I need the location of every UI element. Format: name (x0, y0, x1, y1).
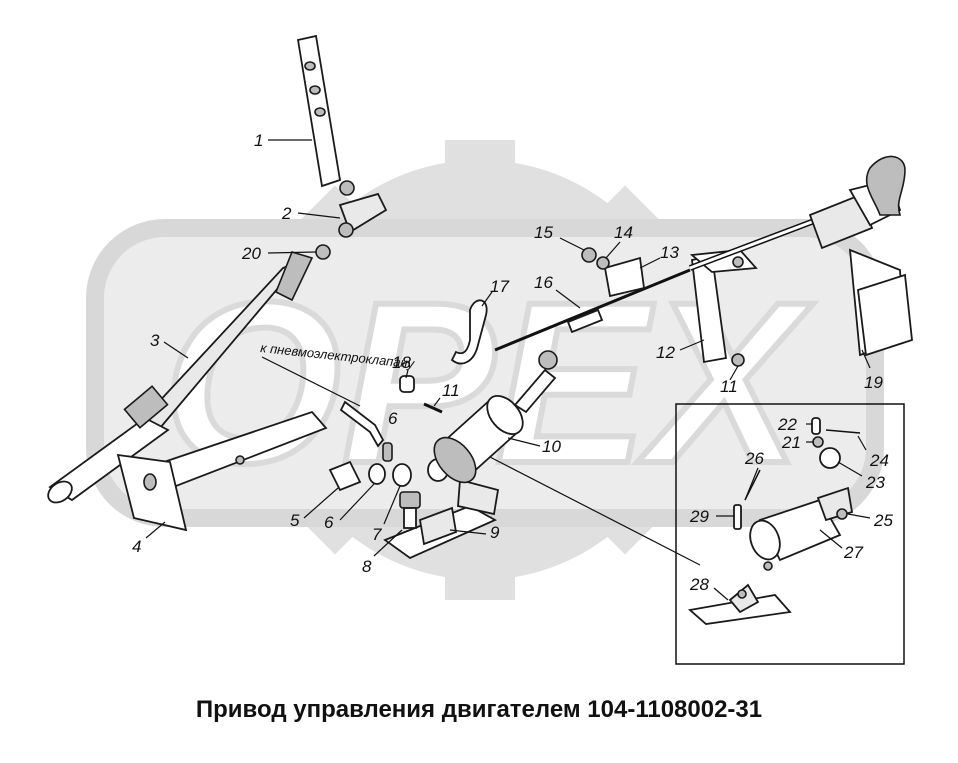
label-26: 26 (744, 449, 764, 468)
part-10-cylinder (433, 350, 558, 484)
label-6a: 6 (324, 513, 334, 532)
inset-frame (675, 403, 905, 665)
part-4-bracket (116, 410, 328, 532)
part-small-ball (763, 561, 773, 571)
label-19: 19 (864, 373, 883, 392)
part-29-pin (733, 504, 742, 530)
label-3: 3 (150, 331, 160, 350)
part-8-bolt (399, 491, 421, 529)
label-29: 29 (689, 507, 709, 526)
label-23: 23 (865, 473, 885, 492)
label-5: 5 (290, 511, 300, 530)
part-20-nut (315, 244, 331, 260)
label-10: 10 (542, 437, 561, 456)
part-15-nut (581, 247, 597, 263)
part-17-clip (450, 299, 488, 365)
part-6-pin (382, 442, 393, 462)
label-17: 17 (490, 277, 509, 296)
label-2: 2 (281, 204, 292, 223)
label-21: 21 (781, 433, 801, 452)
part-6-washer-a (368, 463, 386, 485)
part-labels: 1 2 3 4 5 6 6 7 8 9 10 11 11 12 13 14 15… (132, 131, 893, 594)
engine-control-drive-diagram: OPEX (47, 34, 913, 665)
part-2-fitting (338, 180, 388, 238)
control-handle (688, 155, 906, 271)
leader-lines (145, 139, 871, 601)
part-5-plug (328, 460, 362, 492)
diagram-caption: Привод управления двигателем 104-1108002… (195, 696, 763, 723)
label-12: 12 (656, 343, 675, 362)
label-20: 20 (241, 244, 261, 263)
label-13: 13 (660, 243, 679, 262)
label-14: 14 (614, 223, 633, 242)
part-9-base (383, 478, 500, 560)
label-9: 9 (490, 523, 500, 542)
part-28-bracket (687, 583, 792, 625)
part-18-bushing (399, 375, 415, 393)
label-7: 7 (372, 525, 382, 544)
part-25-nut (836, 508, 848, 520)
label-16: 16 (534, 273, 553, 292)
part-24-cotter (825, 429, 861, 434)
part-3-shaft (47, 251, 314, 504)
part-16-rod (494, 268, 691, 352)
label-27: 27 (843, 543, 863, 562)
part-1-lever (296, 34, 342, 188)
part-11-screw-a (423, 402, 443, 414)
part-23-eye (819, 447, 841, 469)
label-1: 1 (254, 131, 263, 150)
part-12-lever (689, 249, 758, 364)
part-19-plate (848, 248, 913, 357)
part-13-plate (603, 256, 645, 298)
label-6b: 6 (388, 409, 398, 428)
part-22-pin (811, 417, 821, 435)
label-15: 15 (534, 223, 553, 242)
part-21-washer (812, 436, 824, 448)
pneumatic-tube (339, 400, 385, 448)
label-11a: 11 (442, 381, 460, 400)
label-28: 28 (689, 575, 709, 594)
part-11-screw-b (731, 353, 745, 367)
label-11b: 11 (720, 377, 738, 396)
label-24: 24 (869, 451, 889, 470)
label-22: 22 (777, 415, 797, 434)
part-7-ring (392, 463, 412, 487)
label-8: 8 (362, 557, 372, 576)
part-14-nut (596, 256, 610, 270)
label-4: 4 (132, 537, 141, 556)
label-18: 18 (392, 353, 411, 372)
label-25: 25 (873, 511, 893, 530)
